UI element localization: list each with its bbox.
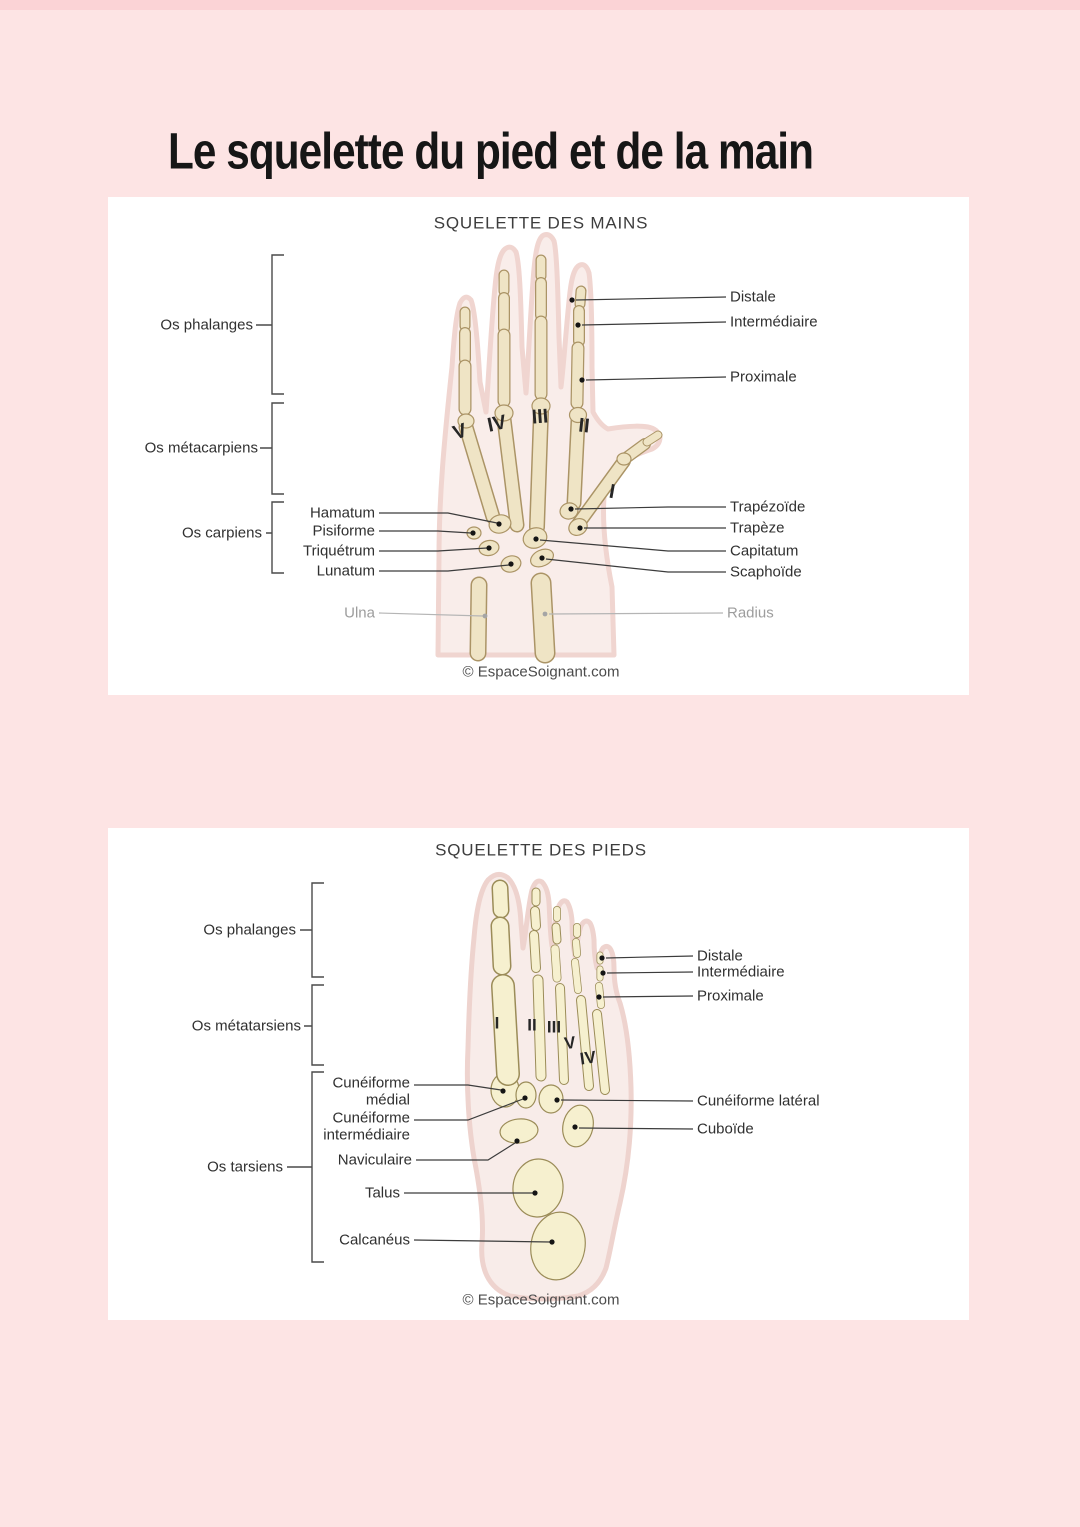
toe-phalanx-bones	[490, 879, 605, 1009]
numeral-iii: III	[547, 1018, 561, 1037]
foot-panel-title: SQUELETTE DES PIEDS	[435, 841, 647, 860]
label-os-phalanges: Os phalanges	[203, 922, 296, 939]
label-cuneiforme-lateral: Cunéiforme latéral	[697, 1093, 820, 1110]
hand-carpal-callouts-right: Trapézoïde Trapèze Capitatum Scaphoïde	[533, 499, 805, 581]
foot-diagram-panel: SQUELETTE DES PIEDS	[108, 828, 969, 1320]
label-os-metacarpiens: Os métacarpiens	[145, 440, 258, 457]
label-capitatum: Capitatum	[730, 543, 798, 560]
label-naviculaire: Naviculaire	[338, 1152, 412, 1169]
numeral-iv: IV	[579, 1047, 598, 1068]
hand-diagram: SQUELETTE DES MAINS	[145, 214, 818, 681]
label-os-metatarsiens: Os métatarsiens	[192, 1018, 301, 1035]
label-distale: Distale	[697, 948, 743, 965]
label-cuneiforme-medial-line1: Cunéiforme	[332, 1075, 410, 1092]
hand-illustration: V IV III II I	[435, 232, 663, 664]
label-os-tarsiens: Os tarsiens	[207, 1159, 283, 1176]
ulna-bone	[469, 576, 488, 662]
label-radius: Radius	[727, 605, 774, 622]
label-cuneiforme-intermediaire-line2: intermédiaire	[323, 1127, 410, 1144]
foot-tarsal-callouts-left: Cunéiforme médial Cunéiforme intermédiai…	[323, 1075, 555, 1249]
knuckle-joints	[457, 397, 632, 466]
label-talus: Talus	[365, 1185, 400, 1202]
label-intermediaire: Intermédiaire	[730, 314, 818, 331]
numeral-ii: II	[577, 414, 590, 437]
hand-panel-title: SQUELETTE DES MAINS	[434, 214, 649, 233]
foot-callouts-right: Distale Intermédiaire Proximale Cunéifor…	[554, 948, 820, 1138]
finger-phalanx-bones	[458, 254, 663, 464]
label-distale: Distale	[730, 289, 776, 306]
foot-group-brackets: Os phalanges Os métatarsiens Os tarsiens	[192, 882, 324, 1263]
label-cuneiforme-intermediaire-line1: Cunéiforme	[332, 1110, 410, 1127]
label-proximale: Proximale	[730, 369, 797, 386]
label-trapeze: Trapèze	[730, 520, 784, 537]
label-ulna: Ulna	[344, 605, 376, 622]
numeral-iii: III	[531, 405, 549, 428]
label-trapezoide: Trapézoïde	[730, 499, 805, 516]
foot-diagram: SQUELETTE DES PIEDS	[192, 841, 820, 1309]
hand-diagram-panel: SQUELETTE DES MAINS	[108, 197, 969, 695]
label-calcaneus: Calcanéus	[339, 1232, 410, 1249]
metacarpal-bones	[458, 404, 631, 535]
hand-copyright: © EspaceSoignant.com	[463, 664, 620, 681]
label-intermediaire: Intermédiaire	[697, 964, 785, 981]
label-scaphoide: Scaphoïde	[730, 564, 802, 581]
page-title: Le squelette du pied et de la main	[168, 122, 814, 181]
hand-carpal-callouts-left: Hamatum Pisiforme Triquétrum Lunatum	[303, 505, 514, 580]
label-cuneiforme-medial-line2: médial	[366, 1092, 410, 1109]
label-os-carpiens: Os carpiens	[182, 525, 262, 542]
label-lunatum: Lunatum	[317, 563, 375, 580]
foot-copyright: © EspaceSoignant.com	[463, 1292, 620, 1309]
label-proximale: Proximale	[697, 988, 764, 1005]
numeral-i: I	[495, 1014, 500, 1033]
hand-phalanx-callouts: Distale Intermédiaire Proximale	[569, 289, 818, 386]
numeral-iv: IV	[485, 411, 509, 437]
numeral-i: I	[607, 481, 616, 504]
label-cuboide: Cuboïde	[697, 1121, 754, 1138]
label-os-phalanges: Os phalanges	[160, 317, 253, 334]
hand-group-brackets: Os phalanges Os métacarpiens Os carpiens	[145, 254, 284, 574]
page-top-accent	[0, 0, 1080, 10]
metatarsal-bones	[491, 974, 610, 1095]
foot-illustration: I II III V IV	[464, 872, 634, 1302]
label-pisiforme: Pisiforme	[312, 523, 375, 540]
radius-bone	[530, 572, 556, 664]
numeral-ii: II	[527, 1016, 536, 1035]
hand-forearm-callouts: Ulna Radius	[344, 605, 774, 622]
metatarsal-numerals: I II III V IV	[495, 1014, 598, 1069]
numeral-v: V	[563, 1033, 578, 1053]
label-triquetrum: Triquétrum	[303, 543, 375, 560]
label-hamatum: Hamatum	[310, 505, 375, 522]
